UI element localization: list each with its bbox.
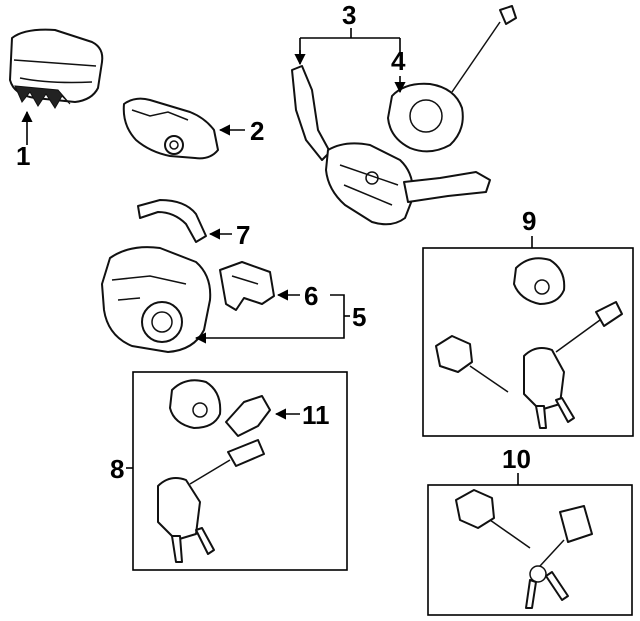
part-1-column-cover[interactable] bbox=[9, 28, 104, 109]
callout-7: 7 bbox=[208, 220, 250, 250]
box-10: 10 bbox=[427, 444, 633, 616]
callout-2: 2 bbox=[218, 116, 264, 146]
part-8-ignition-cylinder[interactable] bbox=[169, 379, 222, 429]
part-9-switch[interactable] bbox=[435, 335, 509, 393]
part-7-bracket-clamp[interactable] bbox=[137, 199, 207, 243]
part-4-clock-spring[interactable] bbox=[387, 5, 517, 153]
callout-10-label: 10 bbox=[502, 444, 531, 474]
part-9-ignition-cylinder[interactable] bbox=[513, 257, 566, 305]
part-11-lock-pin[interactable] bbox=[225, 395, 271, 437]
part-10-switch[interactable] bbox=[455, 489, 531, 549]
callout-3-label: 3 bbox=[342, 0, 356, 30]
part-5-lock-housing[interactable] bbox=[101, 246, 212, 353]
callout-7-label: 7 bbox=[236, 220, 250, 250]
part-6-lock-bracket[interactable] bbox=[219, 261, 275, 311]
callout-1-label: 1 bbox=[16, 141, 30, 171]
part-9-key-fob[interactable] bbox=[523, 301, 623, 429]
callout-5-label: 5 bbox=[352, 302, 366, 332]
callout-5: 5 bbox=[194, 294, 366, 344]
callout-3: 3 bbox=[294, 0, 401, 66]
callout-6: 6 bbox=[276, 281, 318, 311]
callout-11-label: 11 bbox=[302, 400, 330, 430]
part-8-key-fob[interactable] bbox=[157, 439, 265, 563]
box-9: 9 bbox=[422, 206, 634, 437]
callout-8-label: 8 bbox=[110, 454, 124, 484]
callout-4-label: 4 bbox=[391, 46, 406, 76]
callout-9-label: 9 bbox=[522, 206, 536, 236]
callout-1: 1 bbox=[16, 110, 33, 171]
part-3-combination-switch[interactable] bbox=[291, 65, 491, 226]
part-2-column-shroud[interactable] bbox=[122, 97, 219, 160]
box-8: 8 bbox=[110, 371, 348, 571]
callout-2-label: 2 bbox=[250, 116, 264, 146]
callout-4: 4 bbox=[391, 46, 406, 94]
part-10-key-fob[interactable] bbox=[525, 505, 593, 609]
callout-6-label: 6 bbox=[304, 281, 318, 311]
callout-11: 11 bbox=[274, 400, 330, 430]
